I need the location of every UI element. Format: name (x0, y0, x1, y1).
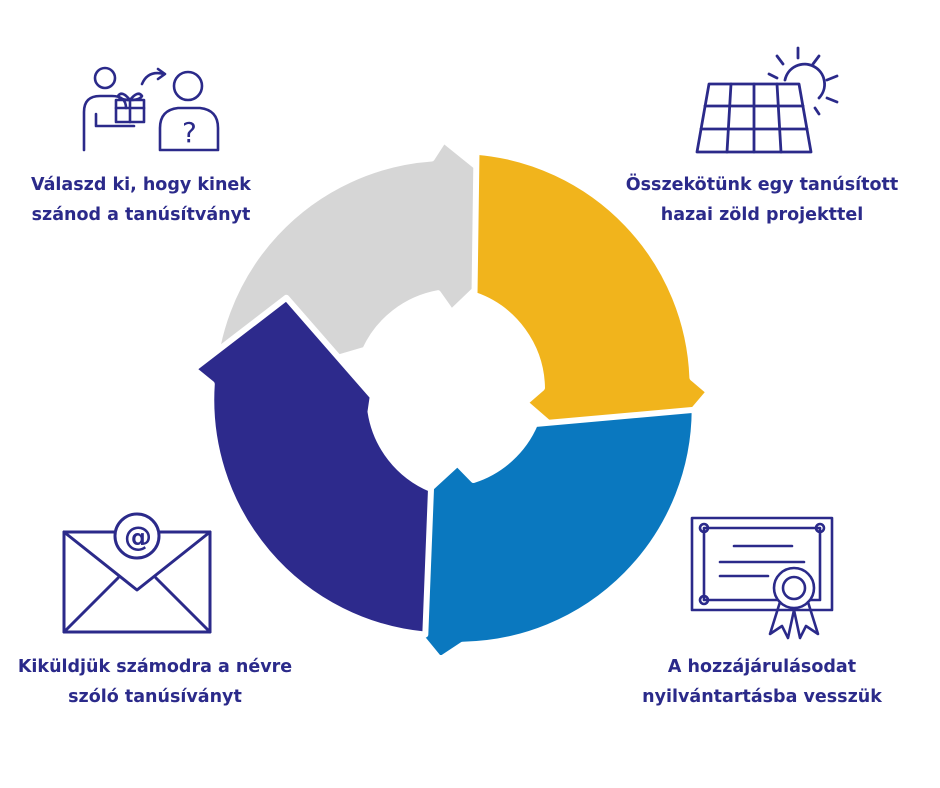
receiver-head (172, 70, 204, 102)
step-2-line-1: Összekötünk egy tanúsított (625, 175, 899, 195)
sun-rays (767, 46, 839, 116)
step-2-label: Összekötünk egy tanúsított hazai zöld pr… (612, 170, 912, 230)
step-3-label: A hozzájárulásodat nyilvántartásba vessz… (612, 652, 912, 712)
arrow-icon (140, 67, 167, 86)
envelope-flap (62, 530, 212, 592)
step-1-line-2: szánod a tanúsítványt (31, 205, 251, 225)
at-sign-circle (113, 512, 161, 560)
segment-blue-step-3 (352, 406, 698, 655)
step-1-label: Válaszd ki, hogy kinek szánod a tanúsítv… (10, 170, 272, 230)
cycle-diagram (190, 137, 712, 655)
sun-arc (783, 62, 826, 100)
certificate-text-lines (718, 544, 806, 578)
rosette-ribbons (768, 600, 820, 640)
corner-dot-bl (698, 594, 710, 606)
segment-yellow-step-2 (471, 148, 712, 493)
rosette-inner (781, 575, 807, 601)
corner-dot-tr (814, 522, 826, 534)
giver-arm (94, 112, 136, 128)
segment-navy-step-4 (190, 294, 434, 638)
email-icon: @ (62, 512, 212, 634)
step-4-line-1: Kiküldjük számodra a névre (17, 657, 293, 677)
step-3-line-2: nyilvántartásba vesszük (642, 687, 882, 707)
step-4-label: Kiküldjük számodra a névre szóló tanúsív… (0, 652, 310, 712)
step-4-line-2: szóló tanúsíványt (68, 687, 242, 707)
envelope-folds (62, 576, 212, 634)
corner-dot-tl (698, 522, 710, 534)
step-3-line-1: A hozzájárulásodat (667, 657, 857, 677)
rosette-outer (772, 566, 816, 610)
question-mark-icon: ? (182, 116, 197, 149)
at-sign-icon: @ (124, 520, 152, 553)
gift-ribbon (114, 92, 146, 124)
certificate-icon (690, 516, 834, 640)
gift-handover-icon: ? (82, 66, 220, 152)
solar-panel-icon (695, 46, 839, 154)
panel-grid (699, 82, 809, 154)
giver-body (82, 94, 128, 152)
giver-head (93, 66, 117, 90)
certificate-frame-outer (690, 516, 834, 612)
step-1-line-1: Válaszd ki, hogy kinek (31, 175, 251, 195)
certificate-frame-inner (702, 526, 822, 602)
receiver-body (158, 106, 220, 152)
step-2-line-2: hazai zöld projekttel (660, 205, 864, 225)
